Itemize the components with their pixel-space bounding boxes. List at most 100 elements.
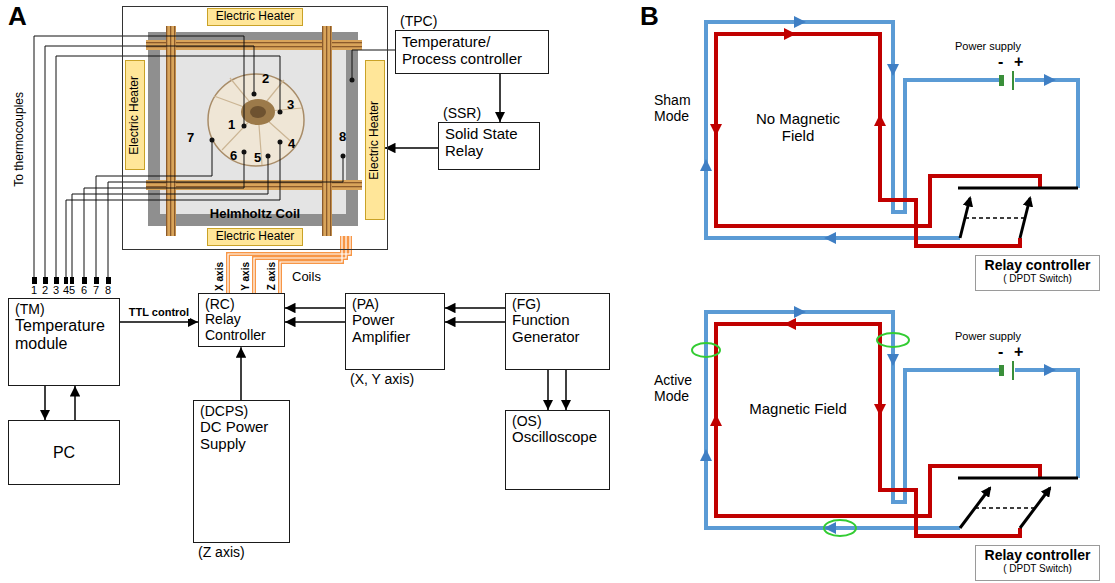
amplifier-box: (PA)Power Amplifier(X, Y axis): [345, 293, 445, 370]
unit-note: (Z axis): [198, 545, 245, 560]
pin-number: 6: [81, 284, 87, 297]
node-text: Power Amplifier: [352, 312, 438, 345]
node-text: Solid State Relay: [445, 126, 533, 159]
node-text: Electric Heater: [128, 76, 141, 155]
callout-number: 2: [262, 72, 269, 87]
polarity-sign: +: [1014, 343, 1023, 361]
heater-box: Electric Heater: [365, 60, 385, 220]
pin: [32, 277, 37, 284]
panel-letter: A: [8, 2, 27, 32]
unit-note: (X, Y axis): [350, 372, 414, 387]
signal-arrow: [240, 347, 242, 400]
callout-number: 1: [228, 118, 235, 133]
node-text: Relay controller: [980, 548, 1095, 563]
sensor-dot: [210, 138, 215, 143]
callout-number: 7: [187, 131, 194, 146]
computer-box: PC: [8, 420, 120, 485]
node-text: Electric Heater: [212, 10, 298, 23]
blue-wire: [1015, 80, 1078, 188]
controller-box: (RC)Relay Controller: [198, 293, 285, 347]
node-text: ( DPDT Switch): [980, 563, 1095, 574]
current-arrow: [824, 522, 836, 534]
heater-box: Electric Heater: [207, 8, 303, 26]
red-wire: [716, 324, 1040, 536]
pin-number: 8: [105, 284, 111, 297]
current-arrow: [1044, 364, 1056, 376]
sensor-dot: [341, 154, 346, 159]
callout-number: 5: [254, 151, 261, 166]
pin-number: 7: [93, 284, 99, 297]
sensor-dot: [350, 78, 355, 83]
field-loop: [824, 520, 856, 536]
field-loop: [692, 343, 720, 357]
signal-arrow: [565, 370, 567, 410]
module-box: (TM)Temperature module: [8, 298, 120, 386]
mode-label: Sham Mode: [654, 92, 700, 124]
current-arrow: [887, 354, 899, 366]
bulb-core: [250, 106, 266, 118]
node-text: (DCPS): [200, 404, 283, 419]
current-arrow: [784, 28, 796, 40]
pin: [54, 277, 59, 284]
callout-number: 3: [287, 98, 294, 113]
switch-contacts: [958, 187, 1078, 190]
sensor-dot: [252, 92, 257, 97]
blue-wire: [706, 22, 1001, 238]
garlic-bulb: [208, 74, 304, 166]
battery-plate: [1012, 71, 1014, 90]
node-text: Electric Heater: [368, 101, 381, 180]
red-wire: [716, 34, 1040, 246]
bulb-outline: [208, 74, 304, 166]
node-text: (TM): [15, 302, 113, 317]
signal-arrow: [285, 321, 345, 323]
pin: [43, 277, 48, 284]
signal-arrow: [445, 321, 505, 323]
node-text: DC Power Supply: [200, 419, 283, 452]
node-text: ( DPDT Switch): [980, 273, 1095, 284]
node-text: Relay controller: [980, 258, 1095, 273]
node-text: Function Generator: [512, 312, 603, 345]
sham-circuit: [700, 16, 1078, 246]
current-arrow: [874, 114, 886, 126]
current-arrow: [710, 124, 722, 136]
pin: [64, 277, 68, 284]
unit-note: (TPC): [400, 14, 437, 29]
coil-winding: [322, 26, 332, 236]
axis-label: X axis: [214, 262, 226, 291]
oscilloscope-box: (OS)Oscilloscope: [505, 410, 610, 490]
signal-arrow: [44, 386, 46, 420]
signal-arrow: [74, 386, 76, 420]
pin: [70, 277, 74, 284]
signal-arrow: [547, 370, 549, 410]
active-circuit: [692, 306, 1078, 536]
signal-arrow: [445, 307, 505, 309]
node-text: (PA): [352, 297, 438, 312]
callout-number: 8: [339, 130, 346, 145]
module-pins: [32, 277, 111, 284]
pin-number: 3: [53, 284, 59, 297]
battery-plate: [999, 75, 1004, 86]
clove-line: [214, 78, 302, 165]
current-arrow: [874, 404, 886, 416]
current-arrow: [784, 318, 796, 330]
current-arrow: [1044, 74, 1056, 86]
switch-box: Relay controller( DPDT Switch): [975, 545, 1100, 581]
node-text: (FG): [512, 297, 603, 312]
axis-label: Z axis: [266, 262, 278, 290]
power-supply-box: (DCPS)DC Power Supply(Z axis): [193, 400, 290, 543]
supply-label: Power supply: [955, 40, 1021, 53]
current-arrow: [700, 159, 712, 171]
node-text: Relay Controller: [205, 312, 278, 343]
thermocouple-wire: [96, 140, 212, 277]
field-label: Magnetic Field: [743, 400, 853, 417]
polarity-sign: -: [998, 53, 1003, 71]
switch-link: [975, 507, 1035, 509]
coil-winding: [166, 26, 176, 236]
switch-link: [965, 217, 1025, 219]
supply-label: Power supply: [955, 330, 1021, 343]
sensor-points: [210, 78, 355, 159]
wire-label: To thermocouples: [13, 92, 27, 187]
sensor-dot: [278, 140, 283, 145]
current-arrow: [824, 232, 836, 244]
